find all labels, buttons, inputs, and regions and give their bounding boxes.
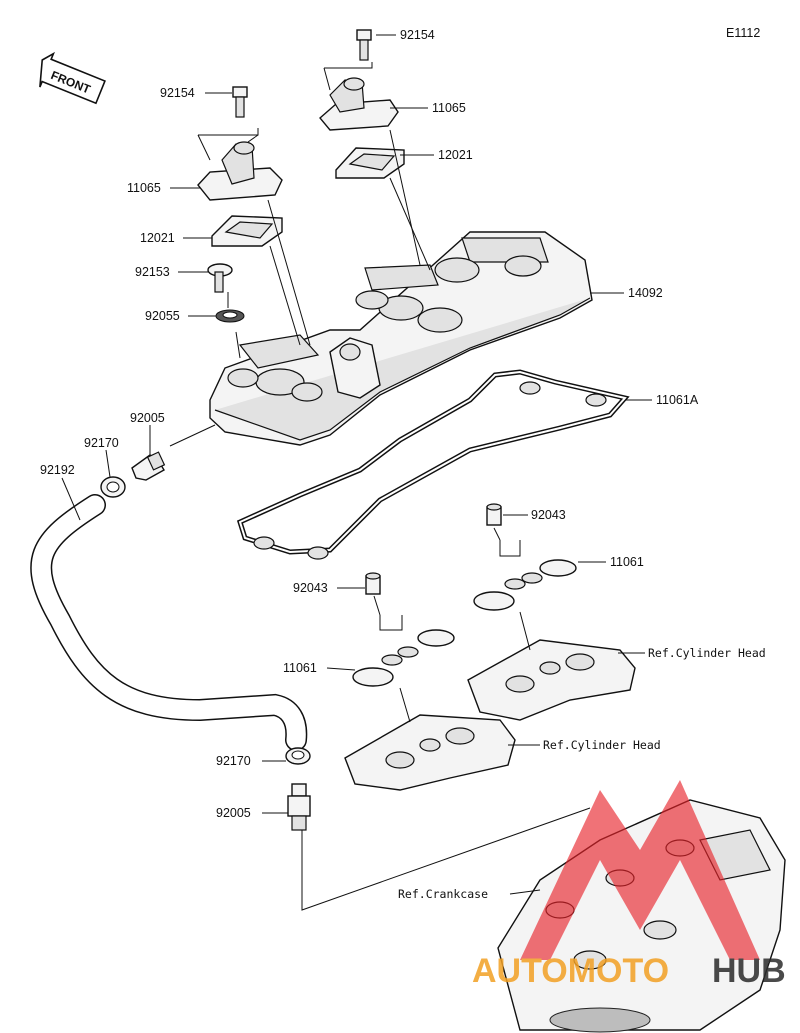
watermark-m-icon <box>520 780 760 960</box>
watermark-text-orange: AUTOMOTO <box>472 952 669 990</box>
label-92170-top: 92170 <box>84 436 119 450</box>
cylinder-head-cover-14092 <box>209 231 593 446</box>
breather-hose-92192 <box>30 494 308 751</box>
clamp-92170-bottom <box>285 747 311 765</box>
bolt-92154-left <box>232 86 248 118</box>
watermark-text-dark: HUB <box>712 952 786 990</box>
label-ref-cylinder-head-left: Ref.Cylinder Head <box>543 738 661 752</box>
label-92170-bottom: 92170 <box>216 754 251 768</box>
label-92154-left: 92154 <box>160 86 195 100</box>
breather-cover-left <box>197 141 283 201</box>
label-92192: 92192 <box>40 463 75 477</box>
label-92005-top: 92005 <box>130 411 165 425</box>
label-11061A: 11061A <box>656 393 699 407</box>
fitting-92005-bottom <box>287 783 311 831</box>
breather-cover-right <box>319 77 399 131</box>
plug-92043-right <box>486 503 502 526</box>
label-ref-crankcase: Ref.Crankcase <box>398 887 488 901</box>
label-11065-left: 11065 <box>127 181 161 195</box>
watermark-logo: AUTOMOTO HUB <box>472 780 786 990</box>
fitting-92005-top <box>131 451 166 481</box>
gasket-left <box>211 215 283 247</box>
label-92153: 92153 <box>135 265 170 279</box>
label-12021-left: 12021 <box>140 231 175 245</box>
label-92055: 92055 <box>145 309 180 323</box>
diagram-code: E1112 <box>726 26 760 40</box>
callout-labels: 92154 11065 12021 14092 11061A 92154 110… <box>40 28 766 901</box>
bolt-92154-right <box>356 29 372 61</box>
gasket-11061-left <box>352 629 455 687</box>
label-12021-right: 12021 <box>438 148 473 162</box>
label-14092: 14092 <box>628 286 663 300</box>
label-ref-cylinder-head-right: Ref.Cylinder Head <box>648 646 766 660</box>
label-92043-left: 92043 <box>293 581 328 595</box>
label-92043-right: 92043 <box>531 508 566 522</box>
label-11061-left: 11061 <box>283 661 317 675</box>
gasket-right <box>335 147 405 179</box>
label-92154-top: 92154 <box>400 28 435 42</box>
label-92005-bottom: 92005 <box>216 806 251 820</box>
head-cover-gasket-11061A <box>236 369 630 560</box>
plug-92043-left <box>365 572 381 595</box>
cylinder-head-right <box>467 639 636 721</box>
bolt-92153 <box>207 263 233 293</box>
label-11061-right: 11061 <box>610 555 644 569</box>
clamp-92170-top <box>100 476 126 498</box>
leader-lines <box>61 34 652 911</box>
washer-92055 <box>215 309 245 323</box>
cylinder-head-left <box>344 714 516 791</box>
label-11065-right: 11065 <box>432 101 466 115</box>
front-arrow-icon: FRONT <box>39 51 106 105</box>
gasket-11061-right <box>473 559 577 611</box>
